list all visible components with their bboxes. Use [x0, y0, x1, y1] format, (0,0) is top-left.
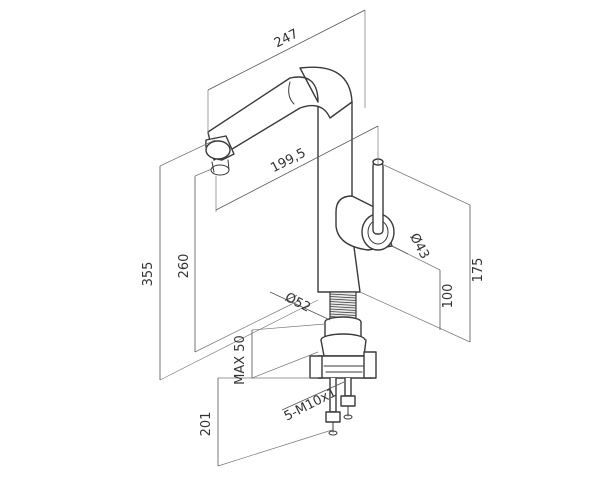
- dim-base-diameter: Ø52: [282, 290, 313, 316]
- threaded-shank: [309, 291, 377, 379]
- lever-handle: [335, 158, 395, 251]
- dim-spout-height: 260: [177, 254, 192, 279]
- dim-lever-height: 175: [471, 258, 486, 283]
- dim-body-to-lever: 100: [441, 284, 456, 309]
- dimension-lines: [159, 9, 471, 467]
- dim-total-height: 355: [141, 262, 156, 287]
- thread-line: [329, 308, 357, 311]
- thread-line: [329, 306, 357, 309]
- dim-hose-length: 201: [199, 412, 214, 437]
- dim-spout-reach: 199,5: [268, 146, 308, 176]
- dim-lever-diameter: Ø43: [406, 231, 432, 262]
- faucet-body: [205, 66, 361, 293]
- thread-line: [329, 303, 357, 306]
- thread-line: [329, 296, 357, 299]
- dim-max-deck: MAX 50: [233, 335, 248, 385]
- thread-line: [329, 311, 357, 314]
- thread-line: [329, 301, 357, 304]
- thread-line: [329, 313, 357, 316]
- thread-line: [329, 293, 357, 296]
- thread-line: [329, 298, 357, 301]
- dim-top-width: 247: [272, 27, 301, 52]
